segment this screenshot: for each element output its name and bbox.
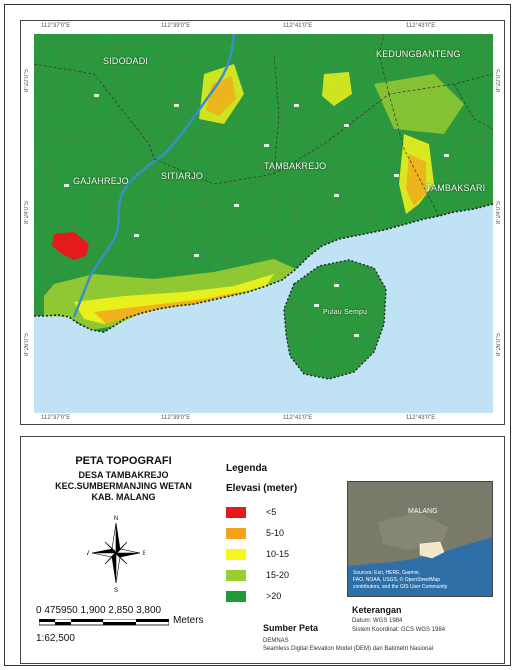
inset-city-label: MALANG	[408, 508, 438, 515]
inset-credit-2: FAO, NOAA, USGS, © OpenStreetMap	[353, 577, 441, 583]
scale-unit: Meters	[173, 615, 204, 626]
compass-w: W	[87, 551, 89, 557]
low-elevation-area	[52, 232, 89, 260]
legend-label: >20	[266, 591, 282, 601]
map-subtitle-village: DESA TAMBAKREJO	[78, 470, 169, 480]
lon-tick-3: 112°41'0"E	[283, 23, 313, 29]
legend-swatch	[226, 549, 246, 560]
legend-swatch	[226, 528, 246, 539]
river	[72, 34, 236, 318]
village-label-kedungbanteng: KEDUNGBANTENG	[376, 49, 461, 59]
source-line-2: Seamless Digital Elevation Model (DEM) d…	[263, 646, 434, 652]
scale-bar	[39, 619, 169, 626]
lon-tick-1: 112°37'0"E	[41, 23, 71, 29]
village-label-tambakrejo: TAMBAKREJO	[264, 161, 327, 171]
notes-coordinate-system: Sistem Koordinat: GCS WGS 1984	[352, 627, 446, 633]
lat-tick-right-3: 8°26'0"S	[496, 333, 502, 357]
lat-tick-2: 8°24'0"S	[24, 201, 30, 225]
village-label-tambaksari: TAMBAKSARI	[426, 183, 486, 193]
lon-tick-4: 112°43'0"E	[406, 23, 436, 29]
legend-label: 15-20	[266, 570, 290, 580]
map-frame: 112°37'0"E 112°39'0"E 112°41'0"E 112°43'…	[4, 4, 511, 666]
lon-tick-bottom-1: 112°37'0"E	[41, 415, 71, 421]
study-area-highlight	[419, 541, 445, 559]
map-title: PETA TOPOGRAFI	[75, 455, 172, 467]
inset-credit-1: Sources: Esri, HERE, Garmin,	[353, 570, 420, 576]
elevation-heading: Elevasi (meter)	[226, 483, 298, 494]
legend-label: 5-10	[266, 528, 285, 538]
lon-tick-bottom-3: 112°41'0"E	[283, 415, 313, 421]
compass-s: S	[114, 588, 118, 593]
compass-n: N	[114, 516, 118, 522]
scale-bar-labels: 0 475950 1,900 2,850 3,800	[36, 605, 162, 616]
north-arrow-icon: N S E W	[87, 516, 145, 593]
inset-map: MALANG Sources: Esri, HERE, Garmin, FAO,…	[347, 481, 493, 597]
map-subtitle-regency: KAB. MALANG	[91, 492, 156, 502]
legend-swatch	[226, 570, 246, 581]
legend-label: <5	[266, 507, 277, 517]
notes-datum: Datum: WGS 1984	[352, 618, 403, 624]
map-subtitle-district: KEC.SUMBERMANJING WETAN	[55, 481, 192, 491]
notes-heading: Keterangan	[352, 605, 402, 615]
legend-swatch	[226, 507, 246, 518]
legend-panel: PETA TOPOGRAFI DESA TAMBAKREJO KEC.SUMBE…	[20, 436, 505, 664]
compass-e: E	[143, 551, 145, 557]
terrain-svg	[34, 34, 493, 413]
source-line-1: DEMNAS	[263, 638, 289, 644]
legend-swatch	[226, 591, 246, 602]
topographic-map: 112°37'0"E 112°39'0"E 112°41'0"E 112°43'…	[20, 20, 505, 425]
village-label-gajahrejo: GAJAHREJO	[73, 176, 129, 186]
lat-tick-3: 8°26'0"S	[24, 333, 30, 357]
lon-tick-bottom-2: 112°39'0"E	[161, 415, 191, 421]
legend-heading: Legenda	[226, 463, 268, 474]
lon-tick-bottom-4: 112°43'0"E	[406, 415, 436, 421]
village-label-sidodadi: SIDODADI	[103, 56, 149, 66]
lat-tick-1: 8°22'0"S	[24, 69, 30, 93]
lon-tick-2: 112°39'0"E	[161, 23, 191, 29]
source-heading: Sumber Peta	[263, 623, 319, 633]
lat-tick-right-1: 8°22'0"S	[496, 69, 502, 93]
island-label: Pulau Sempu	[323, 309, 368, 316]
lat-tick-right-2: 8°24'0"S	[496, 201, 502, 225]
legend-label: 10-15	[266, 549, 290, 559]
scale-ratio: 1:62,500	[36, 633, 75, 644]
inset-credit-3: contributors, and the GIS User Community	[353, 584, 448, 590]
village-label-sitiarjo: SITIARJO	[161, 171, 204, 181]
